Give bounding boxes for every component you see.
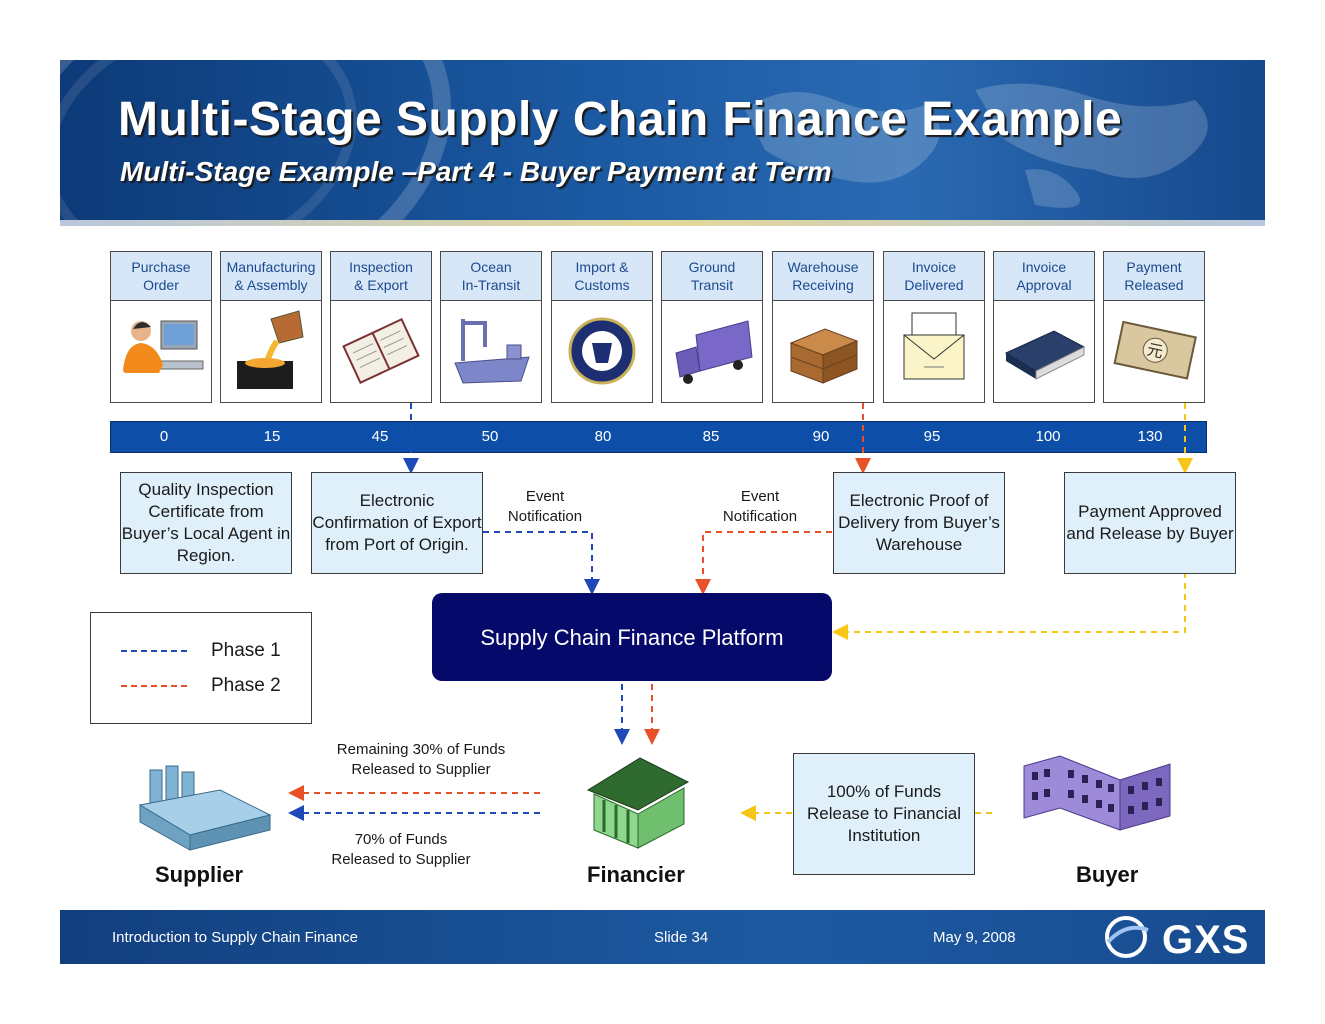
legend-phase2-line: [121, 685, 187, 687]
box-payment-approved: Payment Approved and Release by Buyer: [1064, 472, 1236, 574]
cargo-ship-icon: [454, 319, 530, 384]
stage-label-line1: Ocean: [470, 259, 512, 275]
timeline-tick: 95: [923, 428, 941, 445]
stage-label-line2: & Assembly: [234, 277, 308, 293]
stage-label-line2: Approval: [1016, 277, 1072, 293]
stage-manufacturing: Manufacturing & Assembly: [220, 251, 322, 403]
financier-label: Financier: [587, 862, 685, 887]
box-proof-delivery: Electronic Proof of Delivery from Buyer’…: [833, 472, 1005, 574]
stage-label-line2: Released: [1124, 277, 1184, 293]
timeline-tick: 80: [594, 428, 612, 445]
stage-label-line1: Ground: [688, 259, 736, 275]
banknote-icon: 元: [1113, 320, 1197, 380]
stage-label-line1: Purchase: [131, 259, 191, 275]
stage-label-line2: Receiving: [792, 277, 854, 293]
legend: Phase 1 Phase 2: [90, 612, 312, 724]
arrow-event1-to-platform: [483, 531, 600, 595]
supplier-label: Supplier: [155, 862, 244, 887]
timeline-tick: 45: [371, 428, 389, 445]
pallet-boxes-icon: [789, 328, 859, 384]
stage-label-line2: Delivered: [904, 277, 964, 293]
page-title: Multi-Stage Supply Chain Finance Example: [118, 93, 1123, 146]
event-notification-label: Event Notification: [507, 488, 583, 525]
header-banner: [60, 60, 1265, 220]
stage-label-line2: Transit: [690, 277, 734, 293]
operator-at-computer-icon: [123, 320, 204, 373]
platform-label: Supply Chain Finance Platform: [480, 625, 784, 650]
timeline-tick: 50: [481, 428, 499, 445]
legend-phase1-line: [121, 650, 187, 652]
timeline-tick: 0: [159, 428, 169, 445]
footer-bar: [60, 910, 1265, 964]
truck-icon: [675, 320, 753, 384]
envelope-icon: [903, 312, 965, 380]
box-quality-inspection: Quality Inspection Certificate from Buye…: [120, 472, 292, 574]
timeline-tick: 100: [1035, 428, 1061, 445]
factory-icon: [138, 765, 272, 851]
stage-import-customs: Import & Customs: [551, 251, 653, 403]
stage-label-line1: Payment: [1126, 259, 1182, 275]
footer-slide-number: Slide 34: [654, 929, 709, 946]
stage-label-line1: Inspection: [349, 259, 413, 275]
seventy-funds-label: 70% of Funds Released to Supplier: [331, 831, 471, 868]
remaining-funds-label: Remaining 30% of Funds Released to Suppl…: [336, 741, 506, 778]
notebook-icon: [342, 318, 420, 384]
stage-label-line2: Customs: [574, 277, 630, 293]
finance-platform-box: Supply Chain Finance Platform: [432, 593, 832, 681]
event-notification-label: Event Notification: [722, 488, 798, 525]
buyer-label: Buyer: [1076, 862, 1139, 887]
timeline-tick: 130: [1137, 428, 1163, 445]
legend-phase2-label: Phase 2: [211, 675, 281, 696]
timeline-tick: 90: [812, 428, 830, 445]
svg-text:元: 元: [1145, 340, 1165, 362]
ledger-book-icon: [1004, 330, 1086, 380]
box-electronic-export: Electronic Confirmation of Export from P…: [311, 472, 483, 574]
stage-inspection-export: Inspection & Export: [330, 251, 432, 403]
arrow-payment-to-platform: [832, 572, 1186, 640]
stage-label-line1: Import &: [575, 259, 629, 275]
customs-seal-icon: [568, 317, 636, 385]
gxs-logo-icon: [1105, 916, 1149, 958]
stage-label-line1: Invoice: [911, 259, 957, 275]
timeline-bar: [110, 421, 1207, 453]
stage-label-line2: Order: [143, 277, 179, 293]
gxs-logo-text: GXS: [1162, 918, 1250, 962]
footer-presentation-title: Introduction to Supply Chain Finance: [112, 929, 358, 946]
footer-date: May 9, 2008: [933, 929, 1016, 946]
page-subtitle: Multi-Stage Example –Part 4 - Buyer Paym…: [120, 156, 832, 187]
stage-label-line2: In-Transit: [461, 277, 521, 293]
arrow-event2-to-platform: [695, 531, 832, 595]
box-funds-release: 100% of Funds Release to Financial Insti…: [793, 753, 975, 875]
world-map-decoration: [745, 83, 1208, 208]
molten-metal-pour-icon: [237, 310, 304, 389]
legend-phase1-label: Phase 1: [211, 640, 281, 661]
office-building-icon: [1023, 755, 1171, 831]
timeline-tick: 85: [702, 428, 720, 445]
stage-label-line1: Manufacturing: [226, 259, 316, 275]
stage-label-line1: Invoice: [1021, 259, 1067, 275]
bank-building-icon: [586, 757, 690, 849]
header-rule: [60, 220, 1265, 226]
timeline-tick: 15: [263, 428, 281, 445]
stage-label-line1: Warehouse: [787, 259, 859, 275]
stage-label-line2: & Export: [354, 277, 408, 293]
